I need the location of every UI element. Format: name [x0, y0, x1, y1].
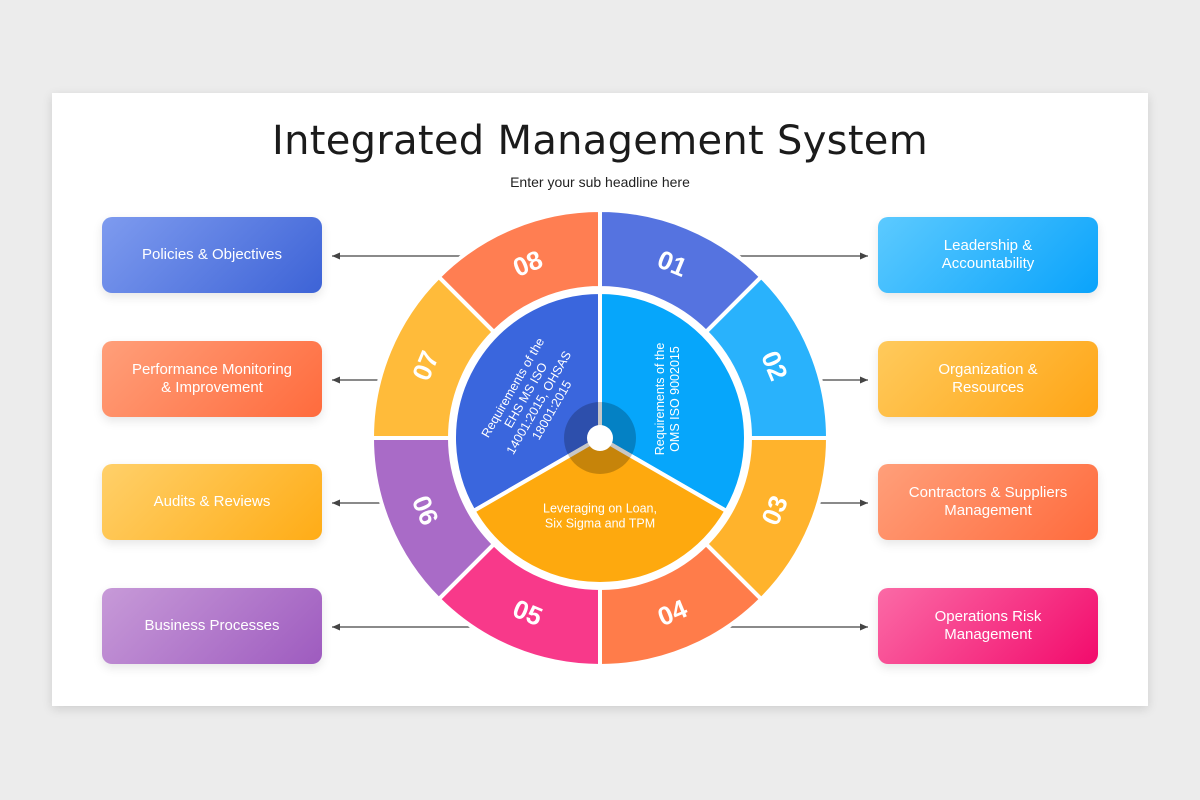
box-policies-objectives[interactable]: Policies & Objectives — [102, 217, 322, 293]
inner-sector-label-3: Leveraging on Loan,Six Sigma and TPM — [543, 502, 657, 531]
page-title: Integrated Management System — [272, 118, 928, 164]
page-subtitle: Enter your sub headline here — [510, 174, 690, 190]
inner-sector-text-line: Six Sigma and TPM — [545, 517, 655, 531]
inner-sector-text-line: OMS ISO 9002015 — [668, 346, 682, 452]
inner-sector-text-line: Requirements of the — [653, 343, 667, 456]
box-leadership-accountability[interactable]: Leadership & Accountability — [878, 217, 1098, 293]
box-operations-risk[interactable]: Operations Risk Management — [878, 588, 1098, 664]
box-contractors-suppliers[interactable]: Contractors & Suppliers Management — [878, 464, 1098, 540]
box-performance-monitoring[interactable]: Performance Monitoring & Improvement — [102, 341, 322, 417]
box-audits-reviews[interactable]: Audits & Reviews — [102, 464, 322, 540]
inner-sector-3[interactable] — [470, 435, 730, 586]
box-business-processes[interactable]: Business Processes — [102, 588, 322, 664]
ring-segment-08[interactable] — [435, 207, 602, 335]
hub-center — [587, 425, 613, 451]
inner-sector-2[interactable] — [598, 289, 748, 514]
box-organization-resources[interactable]: Organization & Resources — [878, 341, 1098, 417]
inner-sector-1[interactable] — [452, 289, 602, 514]
inner-sector-text-line: Leveraging on Loan, — [543, 502, 657, 516]
slide: Integrated Management System Enter your … — [52, 93, 1148, 706]
